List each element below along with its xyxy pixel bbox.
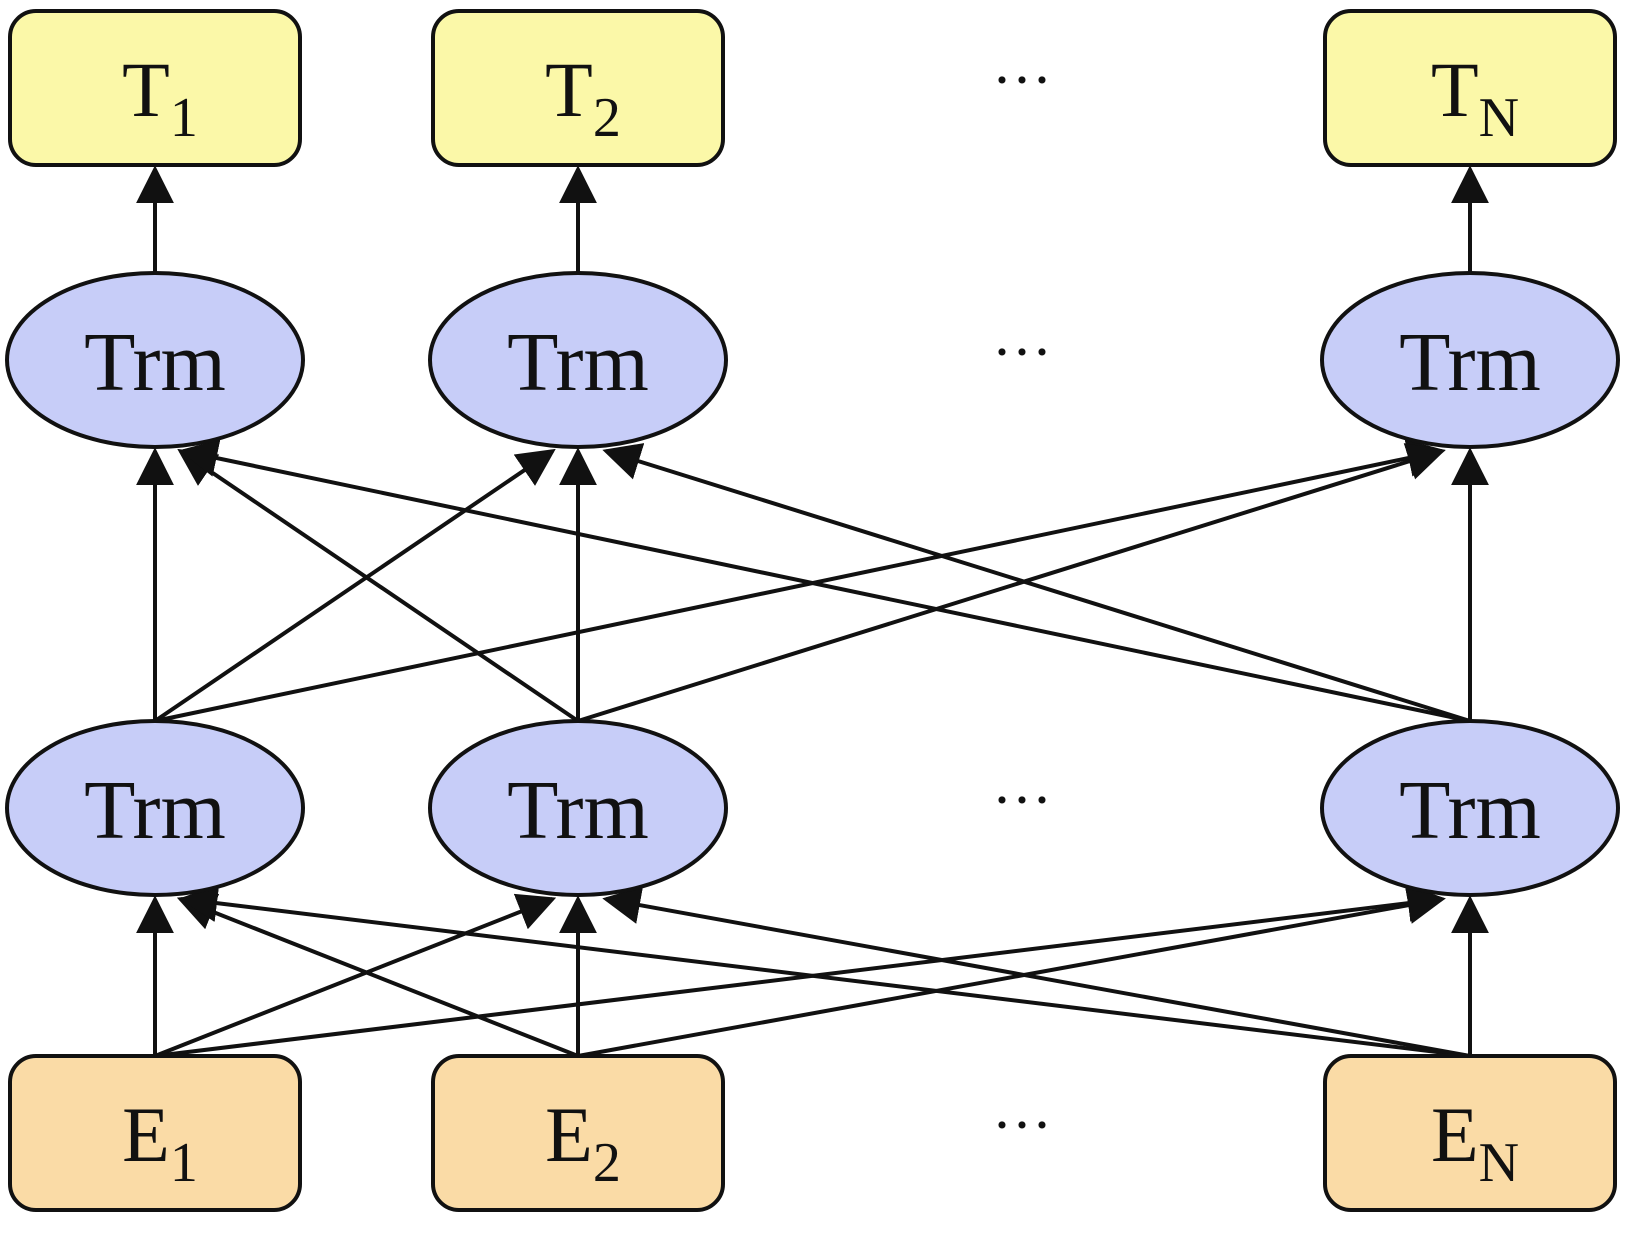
edge-trm1_N-to-trm2_2 [602, 443, 1471, 723]
ellipsis-row-2: ··· [992, 319, 1052, 385]
input-embedding-EN-box [1323, 1054, 1617, 1212]
transformer-layer2-node-1: Trm [5, 271, 305, 449]
edge-E1-to-trm1_N [154, 884, 1446, 1058]
input-embedding-EN-label: EN [1431, 1091, 1519, 1194]
output-token-T1-label: T1 [122, 46, 198, 149]
input-embedding-E2-box [431, 1054, 725, 1212]
output-token-T2: T2 [431, 9, 725, 167]
input-embedding-E1-box [8, 1054, 302, 1212]
edge-trm1_2-to-trm2_1 [177, 448, 580, 723]
label-subscript: 2 [593, 1132, 621, 1194]
transformer-layer1-node-3: Trm [1320, 719, 1620, 897]
label-base: E [1431, 1091, 1479, 1178]
edge-E2-to-trm1_N [577, 886, 1446, 1058]
transformer-layer1-node-3-label: Trm [1399, 764, 1541, 857]
output-token-TN-box [1323, 9, 1617, 167]
edge-trm1_1-to-trm2_N [154, 439, 1446, 723]
edge-E2-to-trm1_1 [176, 893, 579, 1058]
edge-trm1_1-to-trm2_2 [153, 448, 556, 723]
edge-trm1_N-to-trm2_1 [179, 439, 1471, 723]
transformer-layer2-node-2: Trm [428, 271, 728, 449]
transformer-layer1-node-2-ellipse [428, 719, 728, 897]
transformer-layer2-node-3-label: Trm [1399, 316, 1541, 409]
output-token-TN-label: TN [1431, 46, 1519, 149]
edge-EN-to-trm1_1 [179, 884, 1471, 1058]
label-subscript: 1 [170, 1132, 198, 1194]
label-subscript: 1 [170, 87, 198, 149]
transformer-layer2-node-1-label: Trm [84, 316, 226, 409]
output-token-T2-box [431, 9, 725, 167]
transformer-layer2-node-2-ellipse [428, 271, 728, 449]
ellipsis-row-4: ··· [992, 1092, 1052, 1158]
transformer-layer2-node-3-ellipse [1320, 271, 1620, 449]
transformer-layer2-node-1-ellipse [5, 271, 305, 449]
label-base: E [545, 1091, 593, 1178]
label-base: T [1431, 46, 1479, 133]
label-subscript: N [1479, 87, 1519, 149]
input-embedding-E2-label: E2 [545, 1091, 621, 1194]
edge-trm1_2-to-trm2_N [577, 443, 1446, 723]
label-subscript: 2 [593, 87, 621, 149]
output-token-T1: T1 [8, 9, 302, 167]
input-embedding-EN: EN [1323, 1054, 1617, 1212]
transformer-layer1-node-2: Trm [428, 719, 728, 897]
ellipsis-row-3: ··· [992, 767, 1052, 833]
transformer-layer1-node-1-ellipse [5, 719, 305, 897]
label-base: T [545, 46, 593, 133]
label-base: T [122, 46, 170, 133]
input-embedding-E1: E1 [8, 1054, 302, 1212]
input-embedding-E2: E2 [431, 1054, 725, 1212]
transformer-layer1-node-3-ellipse [1320, 719, 1620, 897]
label-base: E [122, 1091, 170, 1178]
transformer-layer2-node-2-label: Trm [507, 316, 649, 409]
transformer-layer2-node-3: Trm [1320, 271, 1620, 449]
transformer-layer1-node-2-label: Trm [507, 764, 649, 857]
edge-E1-to-trm1_2 [154, 893, 557, 1058]
output-token-TN: TN [1323, 9, 1617, 167]
transformer-layer1-node-1: Trm [5, 719, 305, 897]
edge-EN-to-trm1_2 [602, 886, 1471, 1058]
output-token-T2-label: T2 [545, 46, 621, 149]
output-token-T1-box [8, 9, 302, 167]
input-embedding-E1-label: E1 [122, 1091, 198, 1194]
transformer-layer1-node-1-label: Trm [84, 764, 226, 857]
label-subscript: N [1479, 1132, 1519, 1194]
ellipsis-row-1: ··· [992, 47, 1052, 113]
edges-layer [136, 165, 1489, 1058]
